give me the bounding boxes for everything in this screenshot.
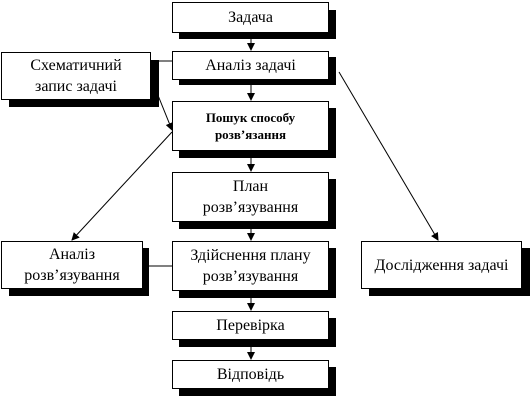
plan-node: План розв’язування: [172, 172, 329, 222]
answer-node: Відповідь: [172, 360, 329, 389]
schematic-node-label: Схематичний запис задачі: [30, 57, 122, 95]
schematic-node: Схематичний запис задачі: [1, 52, 151, 100]
plan-node-label: План розв’язування: [202, 178, 299, 216]
research-node-label: Дослідження задачі: [374, 256, 509, 274]
check-node: Перевірка: [172, 311, 329, 340]
answer-node-label: Відповідь: [216, 366, 285, 383]
task-node-label: Задача: [228, 9, 273, 26]
analysis-node: Аналіз задачі: [172, 51, 329, 80]
execution-node-label: Здійснення плану розв’язування: [190, 247, 311, 285]
research-node: Дослідження задачі: [361, 241, 522, 289]
analysis-node-label: Аналіз задачі: [205, 57, 296, 74]
search-node: Пошук способу розв’язання: [172, 101, 329, 151]
solution-analysis-node-label: Аналіз розв’язування: [24, 246, 120, 284]
arrow-search-to-solution-analysis: [71, 131, 173, 241]
execution-node: Здійснення плану розв’язування: [172, 241, 329, 291]
solution-analysis-node: Аналіз розв’язування: [1, 241, 143, 289]
check-node-label: Перевірка: [216, 317, 285, 334]
search-node-label: Пошук способу розв’язання: [205, 110, 296, 142]
arrow-analysis-to-research: [338, 71, 439, 241]
arrow-schematic-to-search: [150, 77, 174, 131]
task-node: Задача: [172, 2, 329, 33]
